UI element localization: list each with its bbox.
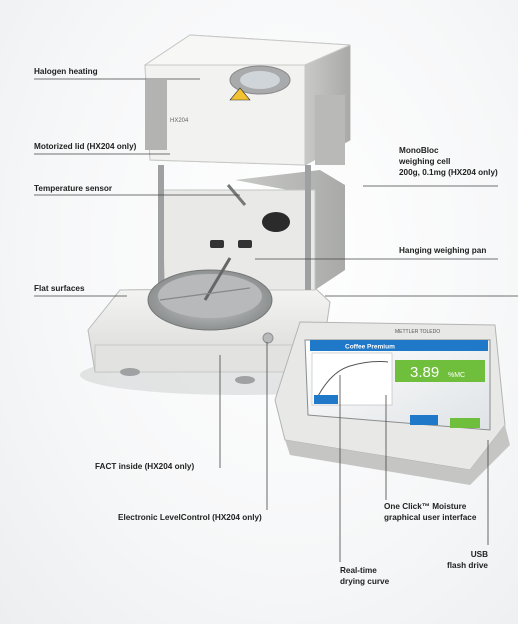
- screen-button: [314, 395, 338, 404]
- foot-right: [235, 376, 255, 384]
- screen-button: [410, 415, 438, 425]
- level-bubble: [262, 332, 274, 344]
- label-usb-line1: USB: [470, 550, 488, 559]
- temp-sensor-port: [210, 240, 224, 248]
- lid-glass: [240, 71, 280, 89]
- screen-button: [450, 418, 480, 428]
- label-hanging-weighing-pan: Hanging weighing pan: [399, 246, 487, 255]
- label-usb-line2: flash drive: [447, 561, 488, 570]
- lid-strut: [158, 165, 164, 285]
- label-monobloc-line1: MonoBloc: [399, 146, 439, 155]
- label-gui-line1: One Click™ Moisture: [384, 502, 467, 511]
- label-monobloc-line3: 200g, 0.1mg (HX204 only): [399, 168, 498, 177]
- drying-curve: [315, 361, 389, 401]
- terminal-brand: METTLER TOLEDO: [395, 329, 440, 335]
- terminal-base: [285, 425, 510, 485]
- label-monobloc: MonoBloc weighing cell 200g, 0.1mg (HX20…: [399, 145, 498, 178]
- result-panel: [395, 360, 485, 382]
- label-curve-line2: drying curve: [340, 577, 390, 586]
- lid-model-text: HX204: [170, 118, 189, 124]
- lid-side-grip: [145, 80, 167, 150]
- label-monobloc-line2: weighing cell: [399, 157, 451, 166]
- label-fact-inside: FACT inside (HX204 only): [95, 462, 195, 471]
- label-one-click-gui: One Click™ Moisture graphical user inter…: [384, 501, 476, 523]
- lid-side-grip: [315, 95, 345, 165]
- label-temperature-sensor: Temperature sensor: [34, 184, 113, 193]
- label-gui-line2: graphical user interface: [384, 513, 477, 522]
- label-flat-surfaces: Flat surfaces: [34, 284, 85, 293]
- lid-roof: [143, 34, 351, 66]
- label-halogen-heating: Halogen heating: [34, 67, 98, 76]
- result-unit: %MC: [448, 372, 465, 379]
- foot-left: [120, 368, 140, 376]
- label-level-control: Electronic LevelControl (HX204 only): [118, 513, 262, 522]
- temperature-sensor-knob: [262, 212, 290, 232]
- result-value: 3.89: [410, 364, 439, 381]
- screen-header: [310, 340, 488, 351]
- warning-icon: [229, 87, 251, 101]
- label-motorized-lid: Motorized lid (HX204 only): [34, 142, 137, 151]
- weighing-pan-inner: [158, 274, 262, 318]
- rear-housing-side: [235, 170, 345, 290]
- label-real-time-curve: Real-time drying curve: [340, 565, 389, 587]
- screen-title: Coffee Premium: [345, 344, 395, 351]
- lid-strut: [305, 165, 311, 290]
- label-usb-flash-drive: USB flash drive: [440, 549, 488, 571]
- label-curve-line1: Real-time: [340, 566, 377, 575]
- temp-sensor-port: [238, 240, 252, 248]
- pan-holder: [159, 287, 251, 301]
